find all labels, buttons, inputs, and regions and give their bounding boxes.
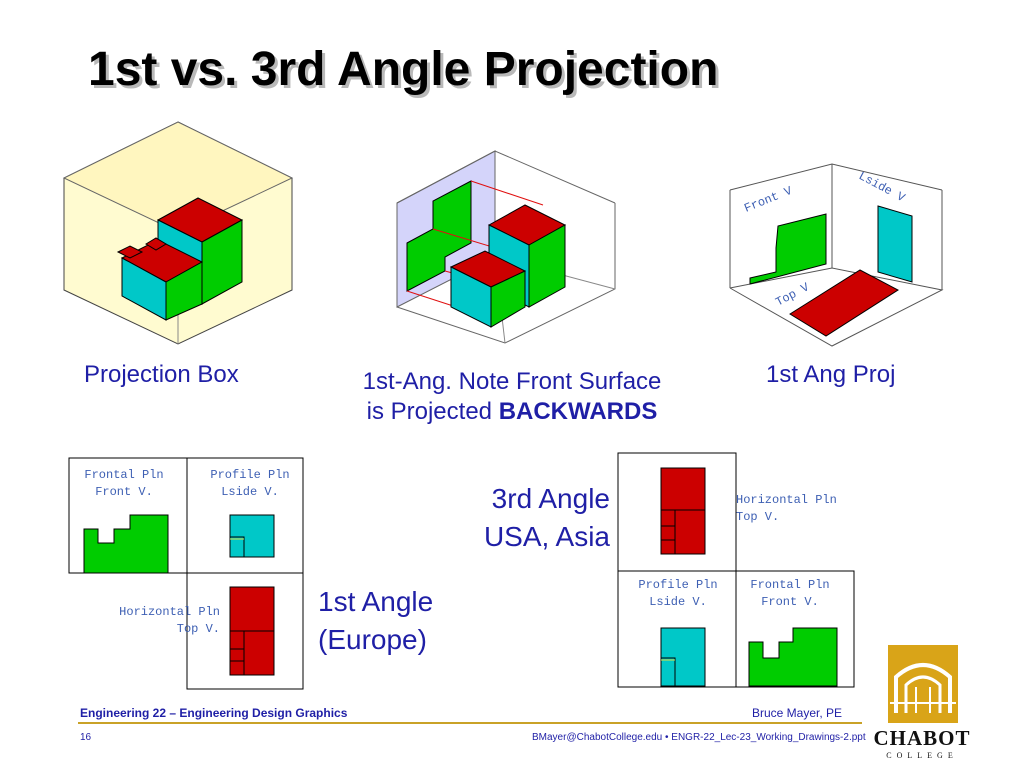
first-angle-profile-label: Profile Pln Lside V. [194,467,306,501]
third-angle-horizontal-label: Horizontal Pln Top V. [736,492,837,526]
third-angle-top-v: Top V. [736,510,780,524]
fold-label-front-v: Front V [742,184,795,216]
first-angle-title: 1st Angle (Europe) [318,583,433,659]
first-angle-frontal-pln: Frontal Pln [84,468,164,482]
fold-label-lside-v: Lside V [856,169,908,205]
first-angle-layout [68,457,304,690]
first-angle-title-line2: (Europe) [318,624,427,655]
chabot-college-logo-icon [888,645,958,723]
third-angle-title: 3rd Angle USA, Asia [458,480,610,556]
footer-page-number: 16 [80,732,92,743]
third-angle-lside-v: Lside V. [649,595,707,609]
caption-first-ang-proj: 1st Ang Proj [766,361,896,388]
first-angle-title-line1: 1st Angle [318,586,434,617]
third-angle-front-v: Front V. [761,595,819,609]
caption-projection-box: Projection Box [84,361,239,388]
third-angle-horizontal-pln: Horizontal Pln [736,493,837,507]
third-angle-title-line2: USA, Asia [483,521,610,552]
first-angle-lside-v: Lside V. [221,485,279,499]
footer-author: Bruce Mayer, PE [752,706,843,720]
third-angle-profile-pln: Profile Pln [638,578,718,592]
backwards-projection-figure [396,150,616,344]
caption-note-emphasis: BACKWARDS [498,398,658,425]
first-angle-horizontal-label: Horizontal Pln Top V. [90,604,220,638]
third-angle-layout [617,452,855,688]
footer-course: Engineering 22 – Engineering Design Grap… [80,706,348,720]
first-angle-top-v: Top V. [176,622,220,636]
first-angle-front-v: Front V. [95,485,153,499]
logo-subtitle: COLLEGE [886,751,958,760]
first-angle-frontal-label: Frontal Pln Front V. [70,467,178,501]
third-angle-title-line1: 3rd Angle [491,483,610,514]
footer-contact: BMayer@ChabotCollege.edu • ENGR-22_Lec-2… [532,732,866,743]
logo-wordmark: CHABOT [873,726,971,750]
first-angle-horizontal-pln: Horizontal Pln [119,605,220,619]
third-angle-profile-label: Profile Pln Lside V. [621,577,735,611]
caption-note-text: is Projected [366,398,499,425]
projection-box-figure [62,121,294,345]
first-angle-box-figure: Front V Lside V Top V [729,163,944,347]
caption-note-line1: 1st-Ang. Note Front Surface [362,368,662,395]
third-angle-frontal-label: Frontal Pln Front V. [737,577,843,611]
caption-note-line2: is Projected BACKWARDS [337,397,687,427]
caption-backwards-note: 1st-Ang. Note Front Surface is Projected… [337,367,687,427]
slide-title: 1st vs. 3rd Angle Projection [88,43,719,96]
footer-divider [78,722,862,724]
first-angle-profile-pln: Profile Pln [210,468,290,482]
third-angle-frontal-pln: Frontal Pln [750,578,830,592]
